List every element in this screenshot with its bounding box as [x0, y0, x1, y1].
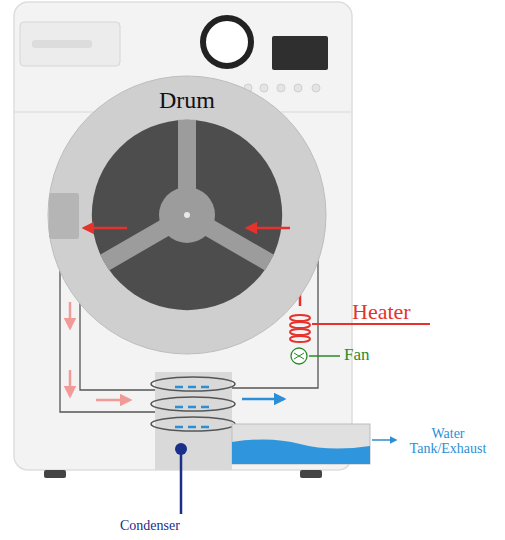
fan-symbol	[291, 348, 307, 364]
display	[272, 36, 328, 70]
drawer-handle	[32, 40, 92, 48]
fan-leader	[309, 355, 340, 357]
foot	[300, 470, 322, 478]
fan-label: Fan	[344, 346, 370, 365]
drum-door	[47, 75, 327, 355]
condenser-label: Condenser	[120, 518, 180, 533]
water-tank	[232, 424, 370, 464]
condenser-block	[155, 372, 232, 470]
part-label: Drum	[159, 87, 215, 113]
water-tank-label: Water Tank/Exhaust	[398, 426, 498, 457]
control-knob	[203, 18, 251, 66]
condenser-coil	[151, 377, 235, 431]
exhaust-arrow	[372, 439, 396, 441]
water	[232, 439, 370, 464]
machine-body	[14, 2, 352, 470]
buttons	[244, 84, 320, 92]
drum: Drum	[47, 75, 327, 355]
fan-blades	[294, 353, 304, 359]
heater-coil	[290, 315, 310, 342]
detergent-drawer	[20, 22, 120, 66]
heater-label: Heater	[352, 300, 411, 324]
condenser-leader	[180, 449, 183, 514]
foot	[44, 470, 66, 478]
